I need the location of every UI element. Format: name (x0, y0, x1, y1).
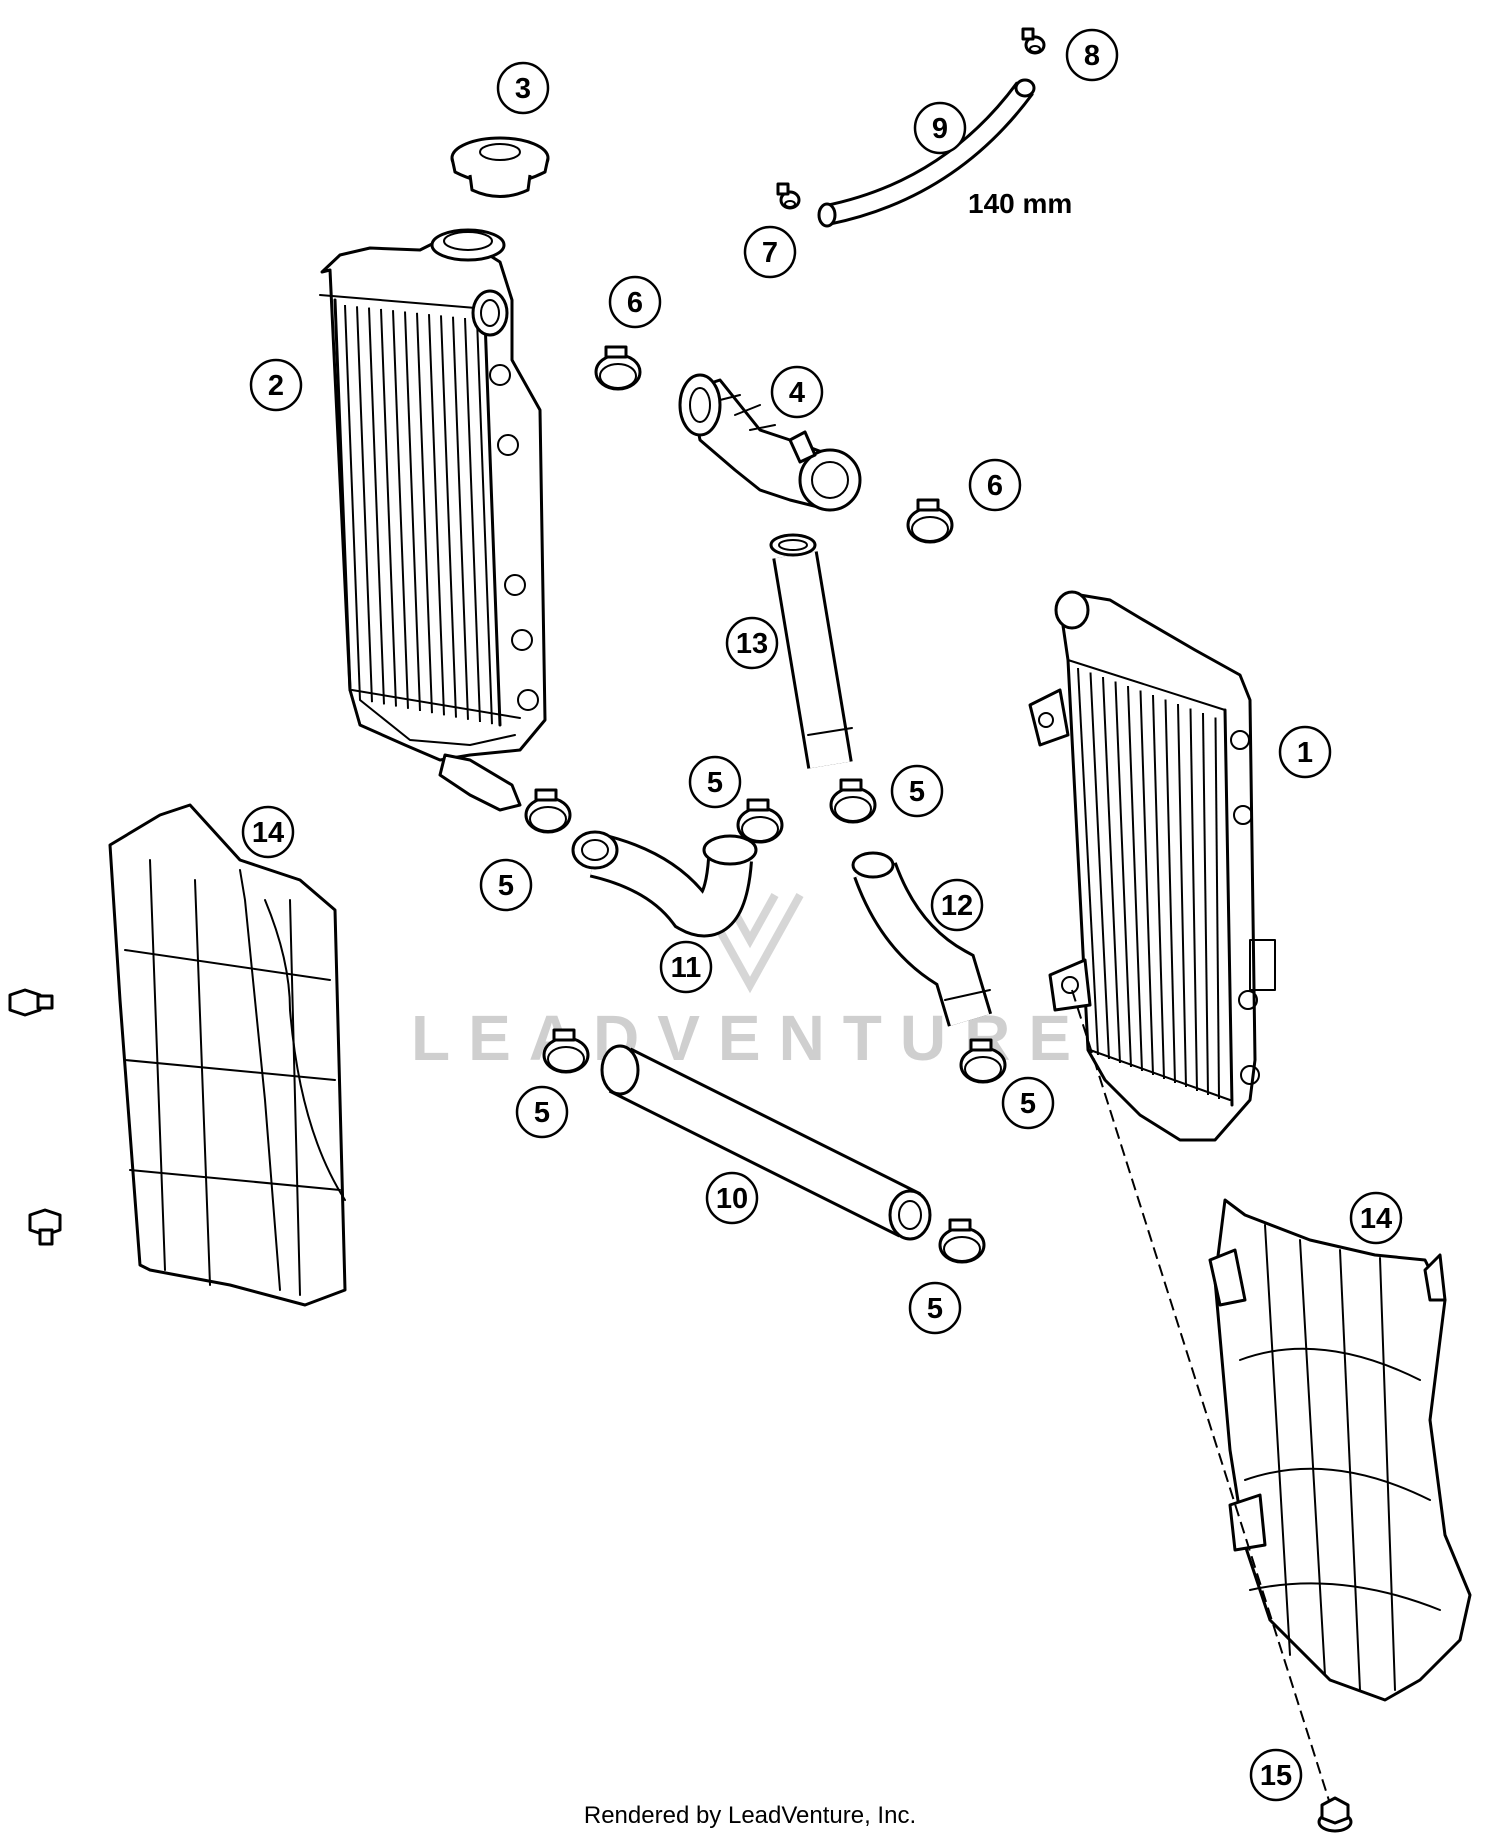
callout-5c: 5 (890, 764, 944, 818)
callout-number: 2 (268, 370, 284, 402)
callout-number: 6 (987, 470, 1003, 502)
hose-clamp-5-a (524, 788, 572, 834)
callout-number: 10 (716, 1183, 748, 1215)
hose-clamp-6-upper (594, 345, 642, 391)
right-radiator-fins (1077, 667, 1220, 1100)
render-credit: Rendered by LeadVenture, Inc. (584, 1802, 916, 1829)
callout-number: 7 (762, 237, 778, 269)
callout-15: 15 (1249, 1748, 1303, 1802)
hose-clamp-5-d (542, 1028, 590, 1074)
left-radiator-fins (344, 304, 493, 725)
callout-12: 12 (930, 878, 984, 932)
callout-number: 15 (1260, 1760, 1292, 1792)
hose-clamp-6-right (906, 498, 954, 544)
callout-5a: 5 (479, 858, 533, 912)
hose-clamp-5-e (959, 1038, 1007, 1084)
callout-5f: 5 (908, 1281, 962, 1335)
callout-4: 4 (770, 365, 824, 419)
hose-length-label: 140 mm (968, 188, 1072, 219)
callout-3: 3 (496, 61, 550, 115)
callout-10: 10 (705, 1171, 759, 1225)
callout-number: 13 (736, 628, 768, 660)
callout-number: 5 (707, 767, 723, 799)
left-radiator-louver (108, 803, 347, 1307)
callout-number: 4 (789, 377, 805, 409)
hose-clamp-5-b (736, 798, 784, 844)
callout-number: 14 (1360, 1203, 1392, 1235)
callout-number: 11 (671, 952, 702, 984)
callout-number: 9 (932, 113, 948, 145)
callout-number: 14 (252, 817, 284, 849)
callout-number: 8 (1084, 40, 1100, 72)
callout-number: 5 (909, 776, 925, 808)
hose-clamp-5-c (829, 778, 877, 824)
callout-5d: 5 (515, 1085, 569, 1139)
breather-hose (817, 78, 1036, 228)
callout-14b: 14 (1349, 1191, 1403, 1245)
callout-number: 5 (927, 1293, 943, 1325)
callout-number: 1 (1297, 737, 1313, 769)
hose-12 (851, 851, 993, 1027)
callout-11: 11 (659, 940, 713, 994)
callout-number: 5 (498, 870, 514, 902)
radiator-cap (450, 136, 550, 198)
callout-number: 5 (534, 1097, 550, 1129)
hose-clamp-7 (776, 182, 801, 210)
callout-number: 12 (941, 890, 973, 922)
callout-number: 5 (1020, 1088, 1036, 1120)
louver-bolt-lower (28, 1208, 62, 1246)
callout-14a: 14 (241, 805, 295, 859)
callout-5e: 5 (1001, 1076, 1055, 1130)
callout-2: 2 (249, 358, 303, 412)
callout-number: 3 (515, 73, 531, 105)
callout-7: 7 (743, 225, 797, 279)
callout-13: 13 (725, 616, 779, 670)
hose-clamp-8 (1021, 27, 1046, 55)
flange-nut (1317, 1796, 1353, 1833)
callout-9: 9 (913, 101, 967, 155)
callout-8: 8 (1065, 28, 1119, 82)
hose-11 (571, 830, 758, 938)
callout-6b: 6 (968, 458, 1022, 512)
louver-bolt-upper (8, 988, 54, 1017)
hose-10 (600, 1044, 932, 1241)
callout-number: 6 (627, 287, 643, 319)
hose-clamp-5-f (938, 1218, 986, 1264)
thermostat-housing (678, 373, 862, 512)
callout-5b: 5 (688, 755, 742, 809)
right-radiator (1028, 590, 1276, 1142)
callout-6a: 6 (608, 275, 662, 329)
left-radiator (319, 228, 547, 812)
callout-1: 1 (1278, 725, 1332, 779)
right-radiator-louver (1208, 1198, 1472, 1702)
hose-13 (769, 533, 853, 769)
